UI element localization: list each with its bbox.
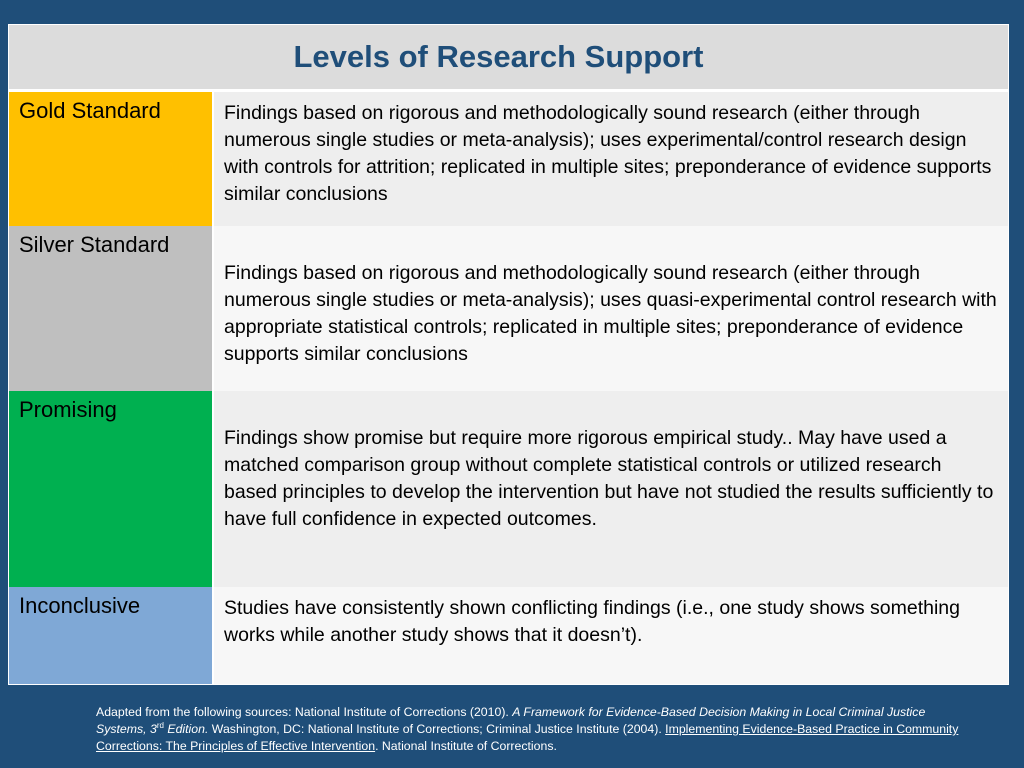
footnote-end: . National Institute of Corrections. xyxy=(375,739,557,753)
footnote-title-1: A Framework for Evidence-Based Decision … xyxy=(96,705,926,736)
level-label-inconclusive: Inconclusive xyxy=(9,587,214,684)
level-description-promising: Findings show promise but require more r… xyxy=(214,391,1008,587)
title-row: Levels of Research Support xyxy=(9,25,1008,92)
level-description-gold: Findings based on rigorous and methodolo… xyxy=(214,92,1008,226)
footnote-title-1-sup: rd xyxy=(156,720,164,730)
footnote-mid: Washington, DC: National Institute of Co… xyxy=(208,722,666,736)
table-row-promising: Promising Findings show promise but requ… xyxy=(9,391,1008,589)
footnote-intro: Adapted from the following sources: Nati… xyxy=(96,705,513,719)
source-footnote: Adapted from the following sources: Nati… xyxy=(96,704,976,755)
level-description-silver: Findings based on rigorous and methodolo… xyxy=(214,226,1008,391)
footnote-title-2: Implementing Evidence-Based Practice in … xyxy=(96,722,959,753)
level-description-inconclusive: Studies have consistently shown conflict… xyxy=(214,587,1008,684)
table-row-inconclusive: Inconclusive Studies have consistently s… xyxy=(9,587,1008,684)
table-title: Levels of Research Support xyxy=(293,39,704,74)
research-support-table: Levels of Research Support Gold Standard… xyxy=(8,24,1009,685)
footnote-title-1-end: Edition. xyxy=(163,722,209,736)
level-label-promising: Promising xyxy=(9,391,214,587)
level-label-silver: Silver Standard xyxy=(9,226,214,391)
table-row-silver: Silver Standard Findings based on rigoro… xyxy=(9,226,1008,393)
level-label-gold: Gold Standard xyxy=(9,92,214,226)
table-row-gold: Gold Standard Findings based on rigorous… xyxy=(9,92,1008,228)
